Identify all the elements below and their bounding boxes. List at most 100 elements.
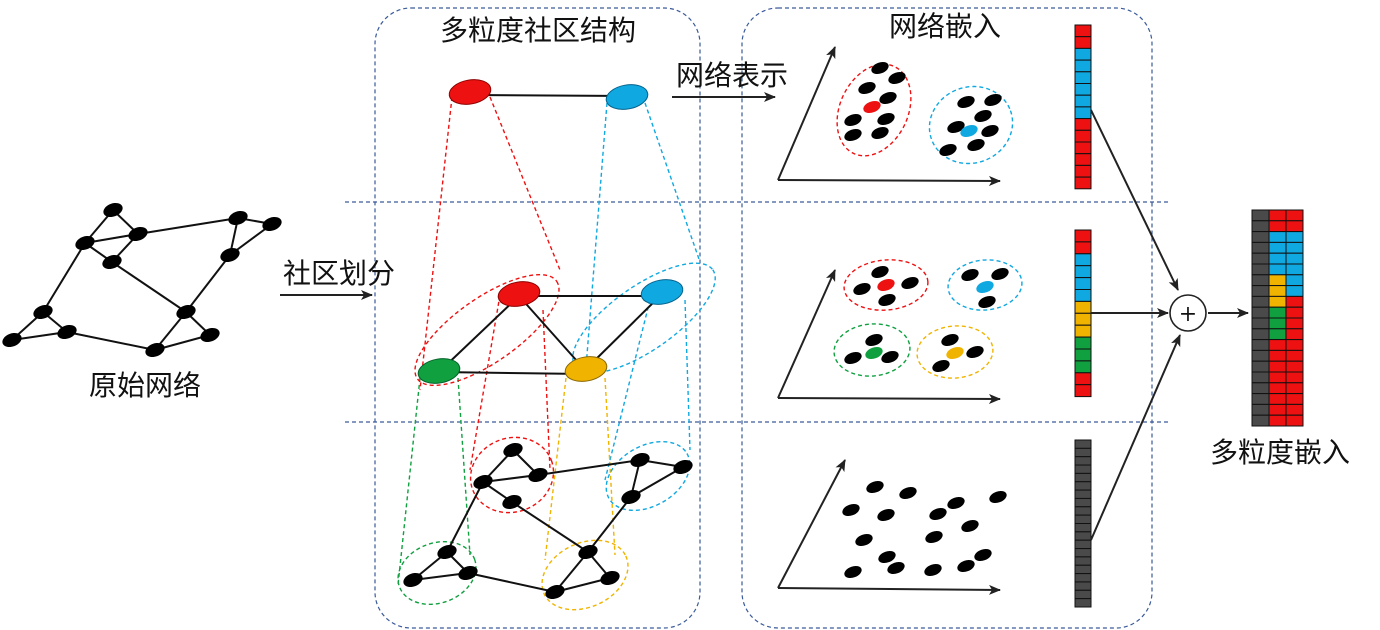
combined-embedding-matrix bbox=[1251, 209, 1304, 427]
combined-col3-cell-red bbox=[1285, 414, 1304, 427]
combine-arrows bbox=[1090, 109, 1249, 541]
combined-col1-cell-gray bbox=[1251, 382, 1270, 395]
combined-col1-cell-gray bbox=[1251, 295, 1270, 308]
combined-col2-cell-red bbox=[1268, 382, 1287, 395]
embedding-top-cell-blue bbox=[1074, 47, 1092, 61]
embedding-top-cell-blue bbox=[1074, 71, 1092, 85]
embedding-top-cell-red bbox=[1074, 153, 1092, 166]
embedding-middle-cell-blue bbox=[1074, 289, 1092, 302]
embedding-vector-middle bbox=[1074, 229, 1092, 398]
combined-col1-cell-gray bbox=[1251, 403, 1270, 416]
combined-col2-cell-red bbox=[1268, 393, 1287, 405]
top-embedding-scatter bbox=[836, 61, 1014, 165]
embedding-bottom-cell-gray bbox=[1074, 531, 1092, 541]
embedding-top-cell-red bbox=[1074, 24, 1092, 38]
embedding-top-cell-red bbox=[1074, 36, 1092, 49]
combined-col3-cell-blue bbox=[1285, 274, 1304, 287]
combined-col2-cell-red bbox=[1268, 414, 1287, 427]
embedding-middle-cell-yellow bbox=[1074, 324, 1092, 338]
combined-col2-cell-red bbox=[1268, 220, 1287, 233]
bottom-level-network bbox=[397, 436, 693, 611]
combined-col1-cell-gray bbox=[1251, 317, 1270, 330]
network-representation-label: 网络表示 bbox=[676, 59, 788, 92]
combined-col3-cell-blue bbox=[1285, 231, 1304, 243]
embedding-bottom-cell-gray bbox=[1074, 564, 1092, 575]
combined-col1-cell-gray bbox=[1251, 220, 1270, 233]
embedding-bottom-cell-gray bbox=[1074, 489, 1092, 499]
embedding-bottom-cell-gray bbox=[1074, 581, 1092, 591]
combined-col3-cell-red bbox=[1285, 209, 1304, 222]
combined-col2-cell-red bbox=[1268, 349, 1287, 362]
embedding-middle-cell-blue bbox=[1074, 253, 1092, 267]
embedding-middle-cell-blue bbox=[1074, 265, 1092, 279]
combined-col1-cell-gray bbox=[1251, 306, 1270, 319]
middle-level-communities bbox=[414, 262, 716, 387]
embedding-bottom-cell-gray bbox=[1074, 464, 1092, 474]
embedding-bottom-cell-gray bbox=[1074, 472, 1092, 483]
combined-col1-cell-gray bbox=[1251, 349, 1270, 362]
combined-col3-cell-red bbox=[1285, 306, 1304, 319]
embedding-bottom-cell-gray bbox=[1074, 447, 1092, 458]
combined-col2-cell-yellow bbox=[1268, 295, 1287, 308]
embedding-top-cell-blue bbox=[1074, 94, 1092, 108]
top-level-communities bbox=[448, 79, 649, 110]
combined-col1-cell-gray bbox=[1251, 241, 1270, 254]
embedding-middle-cell-red bbox=[1074, 384, 1092, 398]
embedding-bottom-cell-gray bbox=[1074, 548, 1092, 558]
combined-col3-cell-red bbox=[1285, 393, 1304, 405]
embedding-bottom-cell-gray bbox=[1074, 523, 1092, 533]
embedding-middle-cell-yellow bbox=[1074, 300, 1092, 314]
combined-col3-cell-red bbox=[1285, 349, 1304, 362]
combined-col1-cell-gray bbox=[1251, 414, 1270, 427]
community-structure-frame bbox=[374, 7, 701, 629]
combined-col3-cell-red bbox=[1285, 360, 1304, 373]
embedding-middle-cell-blue bbox=[1074, 277, 1092, 291]
embedding-middle-cell-green bbox=[1074, 348, 1092, 362]
combined-col3-cell-red bbox=[1285, 295, 1304, 308]
combined-col2-cell-yellow bbox=[1268, 285, 1287, 297]
combined-col1-cell-gray bbox=[1251, 274, 1270, 287]
bottom-embedding-scatter bbox=[842, 480, 1007, 579]
embedding-bottom-cell-gray bbox=[1074, 573, 1092, 583]
embedding-bottom-cell-gray bbox=[1074, 556, 1092, 566]
embedding-bottom-cell-gray bbox=[1074, 481, 1092, 491]
community-division-label: 社区划分 bbox=[283, 257, 395, 290]
embedding-middle-cell-red bbox=[1074, 241, 1092, 255]
embedding-top-cell-red bbox=[1074, 141, 1092, 155]
combined-col2-cell-green bbox=[1268, 317, 1287, 330]
multi-granularity-embedding-label: 多粒度嵌入 bbox=[1210, 436, 1350, 469]
embedding-top-cell-red bbox=[1074, 164, 1092, 178]
original-network-nodes bbox=[2, 202, 282, 358]
embedding-bottom-cell-gray bbox=[1074, 598, 1092, 608]
network-embedding-frame bbox=[741, 7, 1153, 629]
combined-col1-cell-gray bbox=[1251, 371, 1270, 384]
combined-col2-cell-green bbox=[1268, 328, 1287, 341]
combined-col3-cell-red bbox=[1285, 317, 1304, 330]
combined-col2-cell-blue bbox=[1268, 252, 1287, 265]
combined-col3-cell-red bbox=[1285, 220, 1304, 233]
combined-col2-cell-green bbox=[1268, 306, 1287, 319]
combined-col3-cell-blue bbox=[1285, 252, 1304, 265]
embedding-middle-cell-green bbox=[1074, 336, 1092, 350]
combined-col2-cell-red bbox=[1268, 360, 1287, 373]
combined-col3-cell-red bbox=[1285, 371, 1304, 384]
combined-col1-cell-gray bbox=[1251, 252, 1270, 265]
combined-col2-cell-blue bbox=[1268, 263, 1287, 276]
embedding-bottom-cell-gray bbox=[1074, 539, 1092, 550]
embedding-top-cell-blue bbox=[1074, 59, 1092, 73]
combined-col2-cell-red bbox=[1268, 339, 1287, 351]
middle-embedding-scatter bbox=[833, 259, 1023, 379]
combined-col1-cell-gray bbox=[1251, 360, 1270, 373]
combined-col3-cell-red bbox=[1285, 339, 1304, 351]
embedding-bottom-cell-gray bbox=[1074, 589, 1092, 600]
combined-col2-cell-blue bbox=[1268, 231, 1287, 243]
embedding-bottom-cell-gray bbox=[1074, 506, 1092, 516]
original-network-label: 原始网络 bbox=[89, 369, 201, 402]
embedding-vector-top bbox=[1074, 24, 1092, 190]
embedding-bottom-cell-gray bbox=[1074, 456, 1092, 466]
combined-col3-cell-blue bbox=[1285, 285, 1304, 297]
combined-col1-cell-gray bbox=[1251, 328, 1270, 341]
multi-granularity-structure-title: 多粒度社区结构 bbox=[440, 14, 636, 47]
